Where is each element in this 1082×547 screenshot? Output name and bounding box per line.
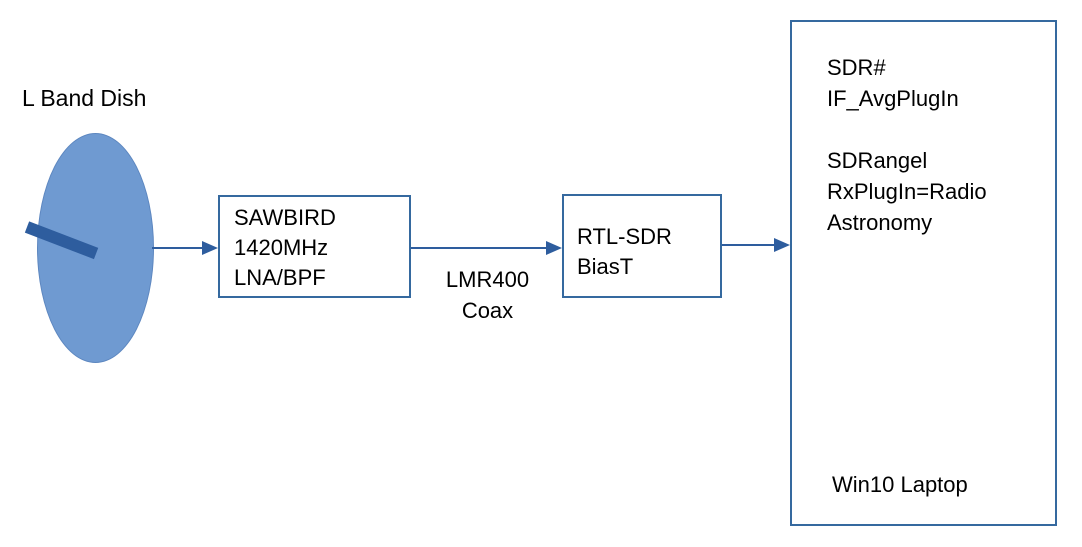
software-line: Astronomy — [827, 210, 933, 235]
node-sawbird-lna: SAWBIRD 1420MHz LNA/BPF — [218, 195, 411, 298]
node-text-line: RTL-SDR — [577, 224, 672, 249]
node-text-line: BiasT — [577, 254, 634, 279]
arrowhead-lna-to-rtl — [546, 241, 562, 255]
software-line: SDRangel — [827, 148, 928, 173]
arrowhead-dish-to-lna — [202, 241, 218, 255]
cable-label-line: Coax — [461, 298, 514, 323]
arrowhead-rtl-to-laptop — [774, 238, 790, 252]
software-line: RxPlugIn=Radio — [827, 179, 987, 204]
node-text-line: LNA/BPF — [234, 265, 326, 290]
node-laptop: SDR# IF_AvgPlugIn SDRangel RxPlugIn=Radi… — [790, 20, 1057, 526]
node-text-line: 1420MHz — [234, 235, 329, 260]
cable-label-line: LMR400 — [445, 267, 530, 292]
node-text-line: SAWBIRD — [234, 205, 336, 230]
connector-rtl-to-laptop — [722, 244, 776, 246]
cable-label: LMR400 Coax — [419, 264, 556, 326]
software-line: IF_AvgPlugIn — [827, 86, 959, 111]
software-line — [827, 114, 987, 145]
connector-dish-to-lna — [152, 247, 204, 249]
laptop-label: Win10 Laptop — [832, 472, 968, 497]
connector-lna-to-rtl — [411, 247, 548, 249]
software-line: SDR# — [827, 55, 886, 80]
laptop-software-list: SDR# IF_AvgPlugIn SDRangel RxPlugIn=Radi… — [827, 52, 987, 238]
dish-label: L Band Dish — [22, 85, 147, 111]
node-rtl-sdr: RTL-SDR BiasT — [562, 194, 722, 298]
